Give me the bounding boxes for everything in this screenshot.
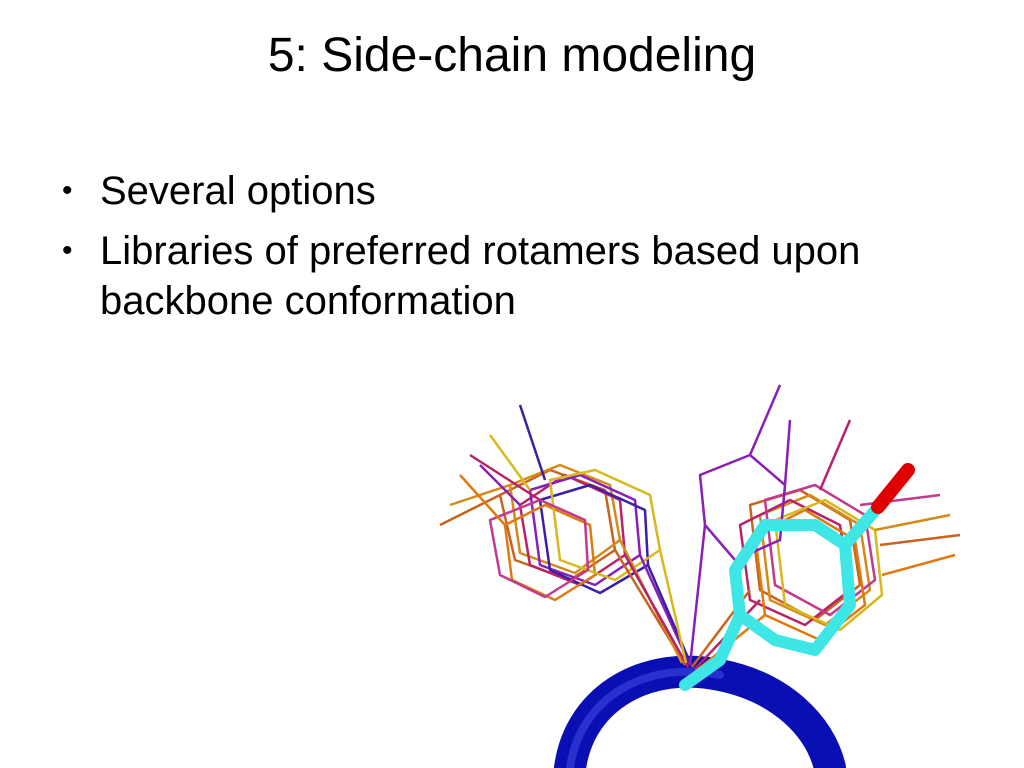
bullet-list: • Several options • Libraries of preferr… xyxy=(58,166,958,336)
backbone-tube xyxy=(554,655,846,768)
left-rotamer-cluster xyxy=(439,404,694,668)
bullet-item: • Several options xyxy=(58,166,958,216)
bullet-item: • Libraries of preferred rotamers based … xyxy=(58,226,958,326)
bullet-icon: • xyxy=(62,174,73,207)
highlighted-rotamer xyxy=(679,499,886,691)
bullet-text: Several options xyxy=(100,169,376,213)
right-rotamer-cluster xyxy=(688,384,961,672)
rotamer-superposition-image xyxy=(439,384,961,768)
oxygen-atom xyxy=(871,463,915,514)
bullet-icon: • xyxy=(62,234,73,267)
bullet-text: Libraries of preferred rotamers based up… xyxy=(100,229,861,323)
slide-title: 5: Side-chain modeling xyxy=(267,29,757,82)
